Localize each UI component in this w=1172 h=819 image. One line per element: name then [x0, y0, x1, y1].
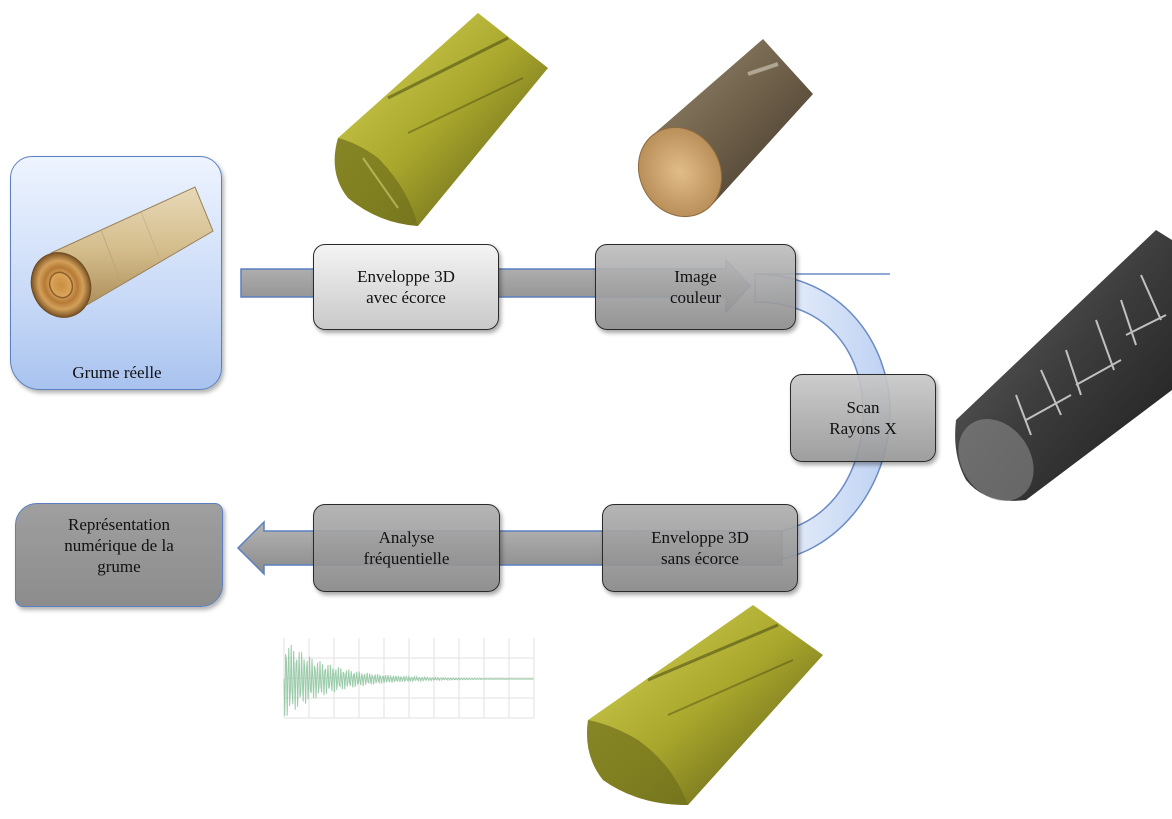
envelope-no-bark-box: Enveloppe 3D sans écorce — [602, 504, 798, 592]
frequency-analysis-box: Analyse fréquentielle — [313, 504, 500, 592]
envelope-no-bark-image — [587, 605, 823, 805]
signal-trace — [283, 644, 534, 716]
frequency-analysis-label: Analyse fréquentielle — [363, 528, 450, 568]
xray-image — [955, 230, 1172, 501]
color-image-box: Image couleur — [595, 244, 796, 330]
real-log-label: Grume réelle — [72, 363, 162, 382]
xray-scan-label: Scan Rayons X — [829, 398, 897, 438]
real-log-card: Grume réelle — [10, 156, 222, 390]
envelope-bark-image — [334, 13, 548, 226]
color-image-render — [637, 39, 813, 218]
envelope-no-bark-label: Enveloppe 3D sans écorce — [651, 528, 749, 568]
envelope-bark-box: Enveloppe 3D avec écorce — [313, 244, 499, 330]
envelope-bark-label: Enveloppe 3D avec écorce — [357, 267, 455, 307]
color-image-label: Image couleur — [670, 267, 721, 307]
real-log-image — [30, 186, 214, 318]
xray-scan-box: Scan Rayons X — [790, 374, 936, 462]
digital-representation-label: Représentation numérique de la grume — [64, 514, 174, 576]
digital-representation-box: Représentation numérique de la grume — [15, 503, 223, 607]
